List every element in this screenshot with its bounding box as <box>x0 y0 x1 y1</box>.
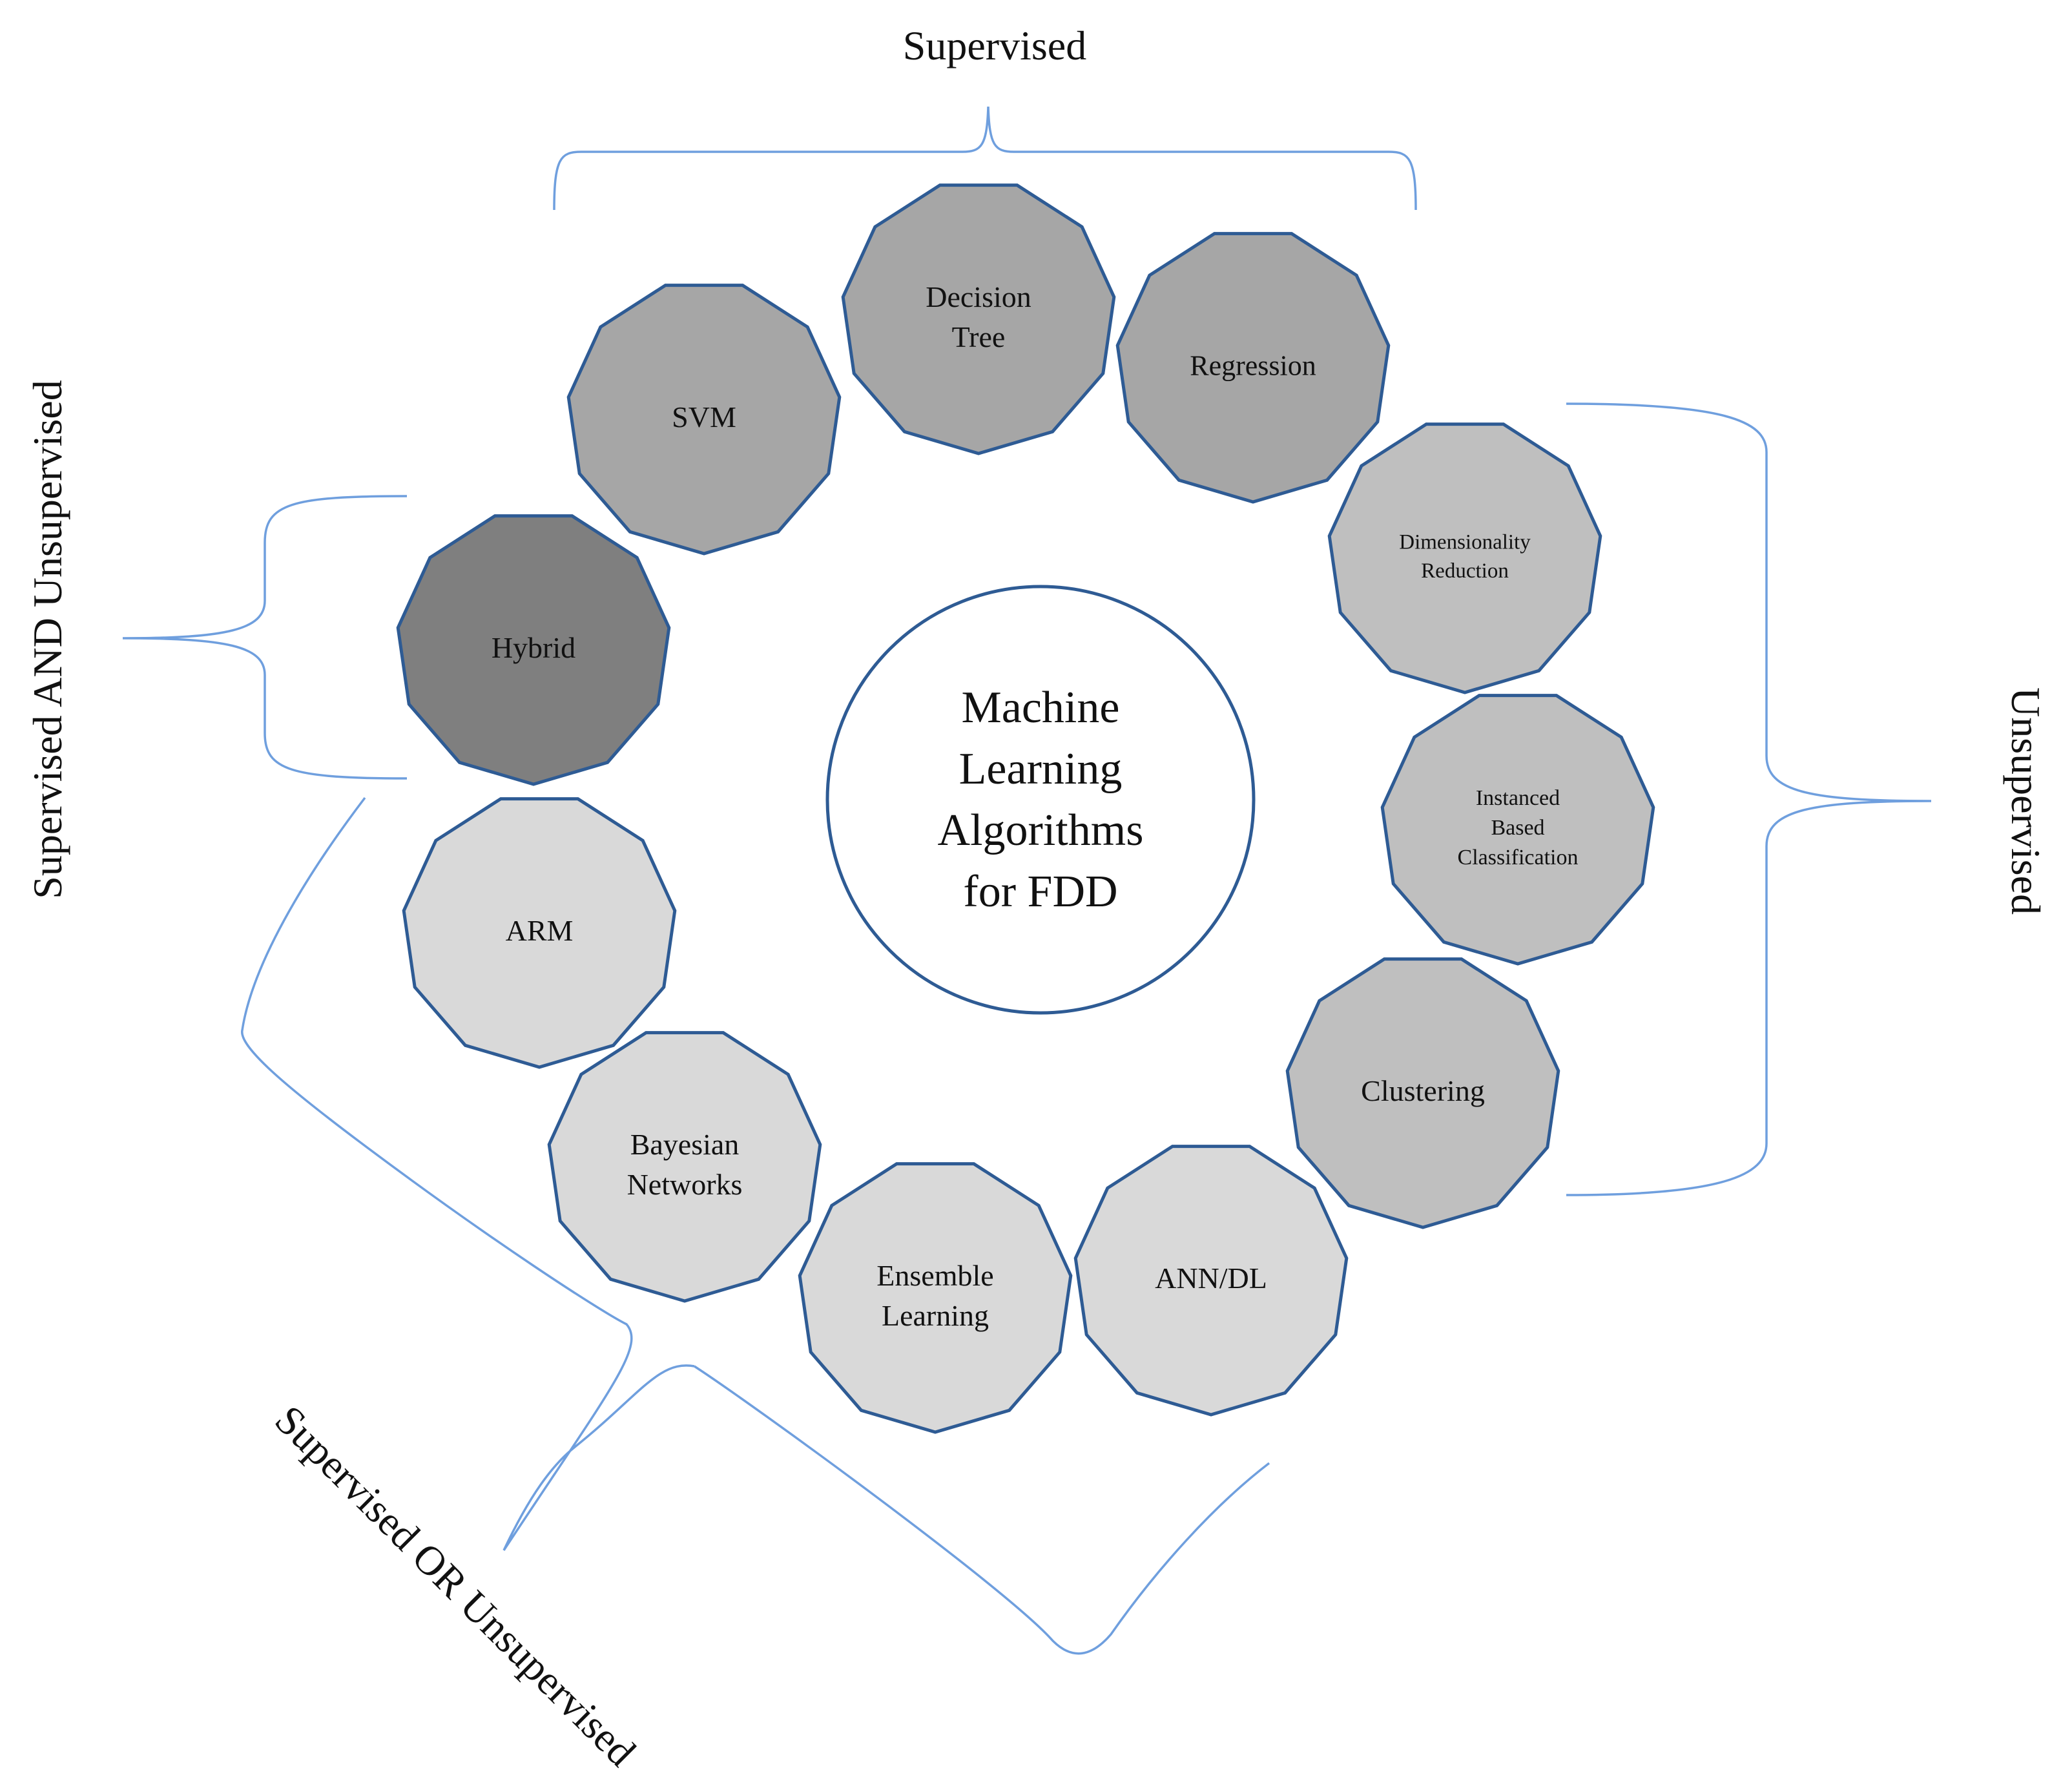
node-shape-clustering <box>1285 957 1560 1229</box>
node-label-decision-tree-2: Tree <box>952 320 1006 353</box>
node-label-instanced-based-classification-2: Based <box>1491 816 1544 840</box>
node-arm: ARM <box>402 797 677 1069</box>
node-shape-ensemble-learning <box>798 1162 1073 1434</box>
node-shape-arm <box>402 797 677 1069</box>
node-label-ensemble-learning-1: Ensemble <box>876 1259 993 1292</box>
supervised-or-unsupervised-label: Supervised OR Unsupervised <box>266 1397 645 1775</box>
node-label-instanced-based-classification-1: Instanced <box>1476 786 1560 810</box>
node-label-svm-1: SVM <box>672 401 736 433</box>
node-shape-regression <box>1115 232 1391 504</box>
node-shape-bayesian-networks <box>547 1031 822 1303</box>
node-shape-svm <box>566 284 842 556</box>
unsupervised-label: Unsupervised <box>2003 687 2049 915</box>
center-circle <box>825 585 1256 1015</box>
center-title-line-4: for FDD <box>963 867 1117 917</box>
node-regression: Regression <box>1115 232 1391 504</box>
node-shape-decision-tree <box>841 183 1116 455</box>
node-shape-instanced-based-classification <box>1380 694 1655 966</box>
node-label-decision-tree-1: Decision <box>926 280 1031 313</box>
supervised-and-unsupervised-brace <box>122 495 408 780</box>
center-title-line-1: Machine <box>962 683 1120 733</box>
supervised-brace <box>553 106 1417 211</box>
center-title-line-2: Learning <box>959 744 1123 794</box>
node-label-dimensionality-reduction-1: Dimensionality <box>1399 530 1531 554</box>
supervised-label: Supervised <box>903 23 1086 68</box>
node-label-hybrid-1: Hybrid <box>492 631 575 664</box>
node-label-bayesian-networks-2: Networks <box>627 1168 743 1201</box>
node-hybrid: Hybrid <box>396 514 671 786</box>
center-title-line-3: Algorithms <box>938 806 1144 855</box>
node-svm: SVM <box>566 284 842 556</box>
node-label-ensemble-learning-2: Learning <box>882 1299 989 1332</box>
node-label-instanced-based-classification-3: Classification <box>1458 846 1579 869</box>
supervised-and-unsupervised-label: Supervised AND Unsupervised <box>25 380 70 899</box>
node-label-regression-1: Regression <box>1190 349 1316 381</box>
node-label-clustering-1: Clustering <box>1361 1074 1485 1107</box>
node-clustering: Clustering <box>1285 957 1560 1229</box>
node-shape-hybrid <box>396 514 671 786</box>
node-ann-dl: ANN/DL <box>1073 1145 1349 1417</box>
node-shape-ann-dl <box>1073 1145 1349 1417</box>
supervised-or-unsupervised-brace <box>241 796 1270 1655</box>
node-label-bayesian-networks-1: Bayesian <box>630 1128 740 1161</box>
node-label-dimensionality-reduction-2: Reduction <box>1421 559 1509 583</box>
node-shape-dimensionality-reduction <box>1327 422 1602 694</box>
node-label-ann-dl-1: ANN/DL <box>1155 1262 1267 1295</box>
unsupervised-brace <box>1566 402 1932 1196</box>
center-node: Machine Learning Algorithms for FDD <box>825 585 1256 1015</box>
node-label-arm-1: ARM <box>506 914 574 947</box>
